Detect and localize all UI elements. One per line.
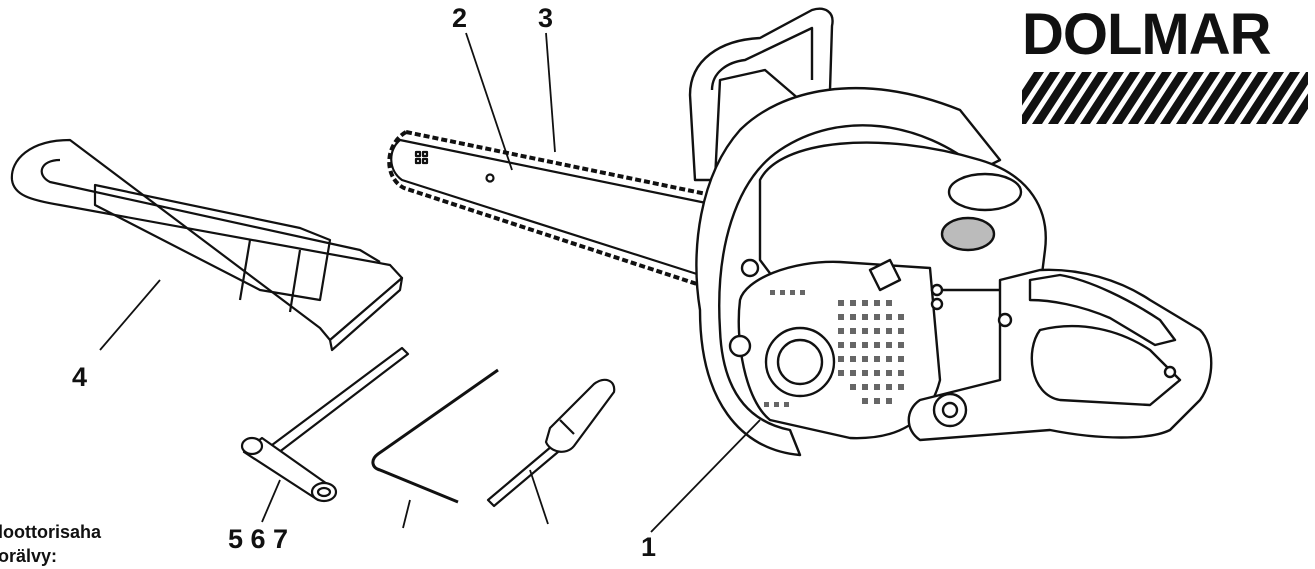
leader-line-1 [650, 419, 761, 533]
callout-3: 3 [538, 3, 554, 33]
caption-line-1: loottorisaha [0, 522, 102, 542]
leader-lines [99, 32, 761, 533]
hex-key [371, 368, 499, 504]
chainsaw-body [688, 7, 1213, 457]
leader-line-2 [465, 32, 513, 171]
leader-line-4 [99, 279, 161, 351]
leader-line-7 [529, 469, 549, 525]
callout-5-6-7: 5 6 7 [228, 524, 289, 554]
caption: loottorisaha orälvy: [0, 520, 101, 569]
chain-guard [10, 138, 404, 352]
dolmar-logo-stripes [1022, 72, 1308, 124]
leader-line-5 [261, 479, 281, 523]
screwdriver [486, 378, 616, 508]
dolmar-logo-text: DOLMAR [1022, 2, 1272, 67]
leader-line-3 [545, 32, 556, 153]
guide-bar [387, 130, 718, 287]
caption-line-2: orälvy: [0, 546, 58, 567]
leader-line-6 [402, 499, 411, 529]
callout-4: 4 [72, 362, 88, 392]
spark-plug-wrench [240, 346, 410, 503]
callout-2: 2 [452, 3, 468, 33]
callout-1: 1 [641, 532, 657, 562]
